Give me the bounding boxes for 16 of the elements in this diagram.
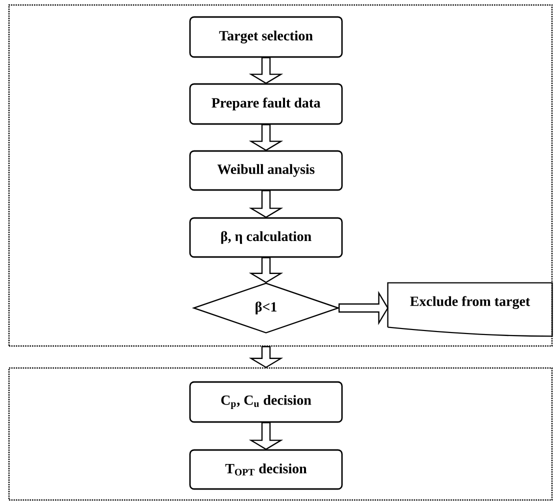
block-arrow bbox=[248, 57, 284, 84]
dotted-group-box bbox=[8, 367, 553, 501]
dotted-group-box bbox=[8, 4, 553, 347]
block-arrow bbox=[248, 257, 284, 284]
block-arrow bbox=[248, 422, 284, 450]
document-box: Exclude from target bbox=[387, 282, 553, 337]
block-arrow bbox=[248, 124, 284, 151]
process-box: C$_{p}$, C$_{u}$ decision bbox=[189, 381, 343, 423]
block-arrow bbox=[248, 190, 284, 218]
process-box: T$_{OPT}$ decision bbox=[189, 449, 343, 490]
block-arrow bbox=[338, 290, 388, 326]
process-box: Prepare fault data bbox=[189, 83, 343, 125]
block-arrow bbox=[248, 346, 284, 368]
process-box: Target selection bbox=[189, 16, 343, 58]
process-box: β, η calculation bbox=[189, 217, 343, 258]
process-box: Weibull analysis bbox=[189, 150, 343, 191]
